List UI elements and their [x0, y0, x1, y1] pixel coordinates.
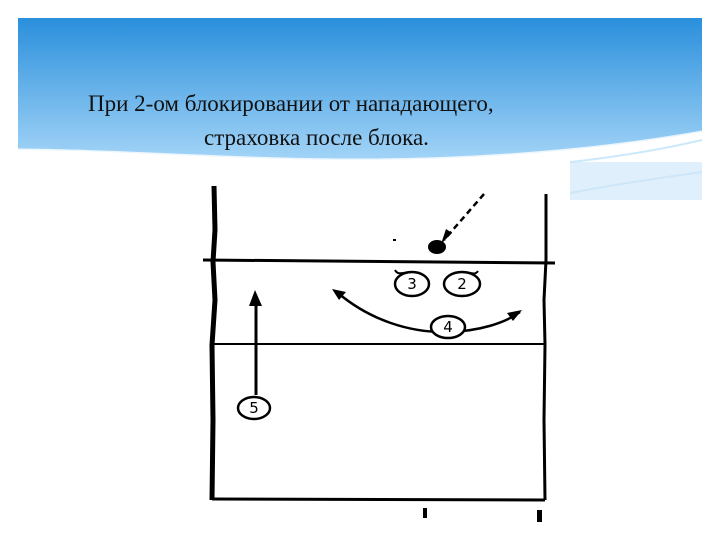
net-line: [202, 258, 556, 265]
player-label: 4: [443, 318, 453, 336]
right-sideline: [542, 194, 548, 501]
end-mark: [537, 510, 542, 522]
player-label: 3: [407, 275, 417, 293]
player-5-marker: 5: [236, 395, 272, 421]
title-line-2: страховка после блока.: [204, 125, 429, 150]
end-line: [211, 497, 546, 502]
end-mark: [423, 508, 427, 518]
arrow-head-icon: [249, 290, 262, 306]
arrow-head-icon: [441, 229, 452, 244]
slide-title: При 2-ом блокировании от нападающего, ст…: [60, 87, 660, 155]
title-line-1: При 2-ом блокировании от нападающего,: [88, 91, 494, 116]
player-3-marker: 3: [393, 269, 431, 298]
arrow-head-icon: [507, 310, 522, 321]
arrow-head-icon: [332, 289, 346, 300]
player-2-marker: 2: [442, 270, 482, 298]
player-label: 5: [249, 399, 259, 417]
dot: [393, 239, 396, 241]
player-4-marker: 4: [429, 314, 467, 340]
ball-icon: [428, 240, 446, 254]
left-sideline: [209, 185, 218, 501]
player-label: 2: [457, 275, 467, 293]
